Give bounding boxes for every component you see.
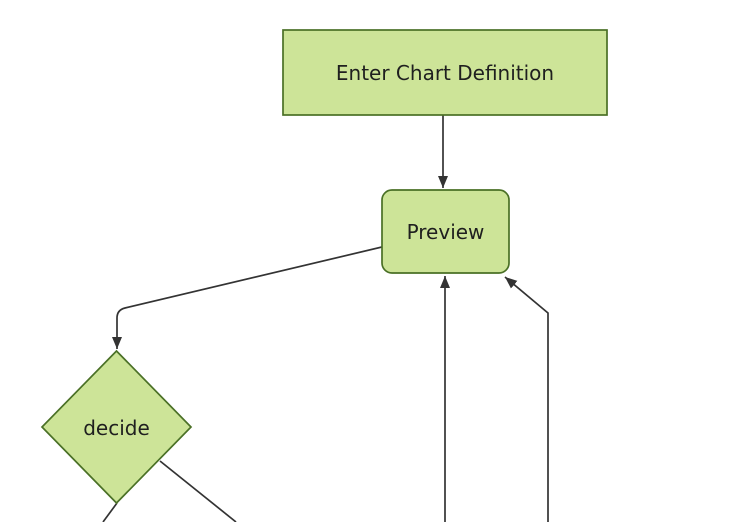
enter-chart-definition-label: Enter Chart Definition xyxy=(336,61,554,85)
node-decide: decide xyxy=(40,349,193,505)
decide-diamond xyxy=(40,349,193,505)
decide-label: decide xyxy=(83,416,150,440)
preview-box xyxy=(381,189,510,274)
edge-decide-to-offscreen-left xyxy=(102,502,118,522)
edge-offscreen-right-to-preview xyxy=(504,276,549,522)
node-preview: Preview xyxy=(381,189,510,274)
edge-decide-to-offscreen-right xyxy=(159,460,237,522)
node-enter-chart-definition: Enter Chart Definition xyxy=(282,29,608,116)
edge-group xyxy=(102,115,549,522)
edge-preview-to-decide xyxy=(112,246,383,349)
preview-label: Preview xyxy=(407,220,485,244)
enter-chart-definition-box xyxy=(282,29,608,116)
